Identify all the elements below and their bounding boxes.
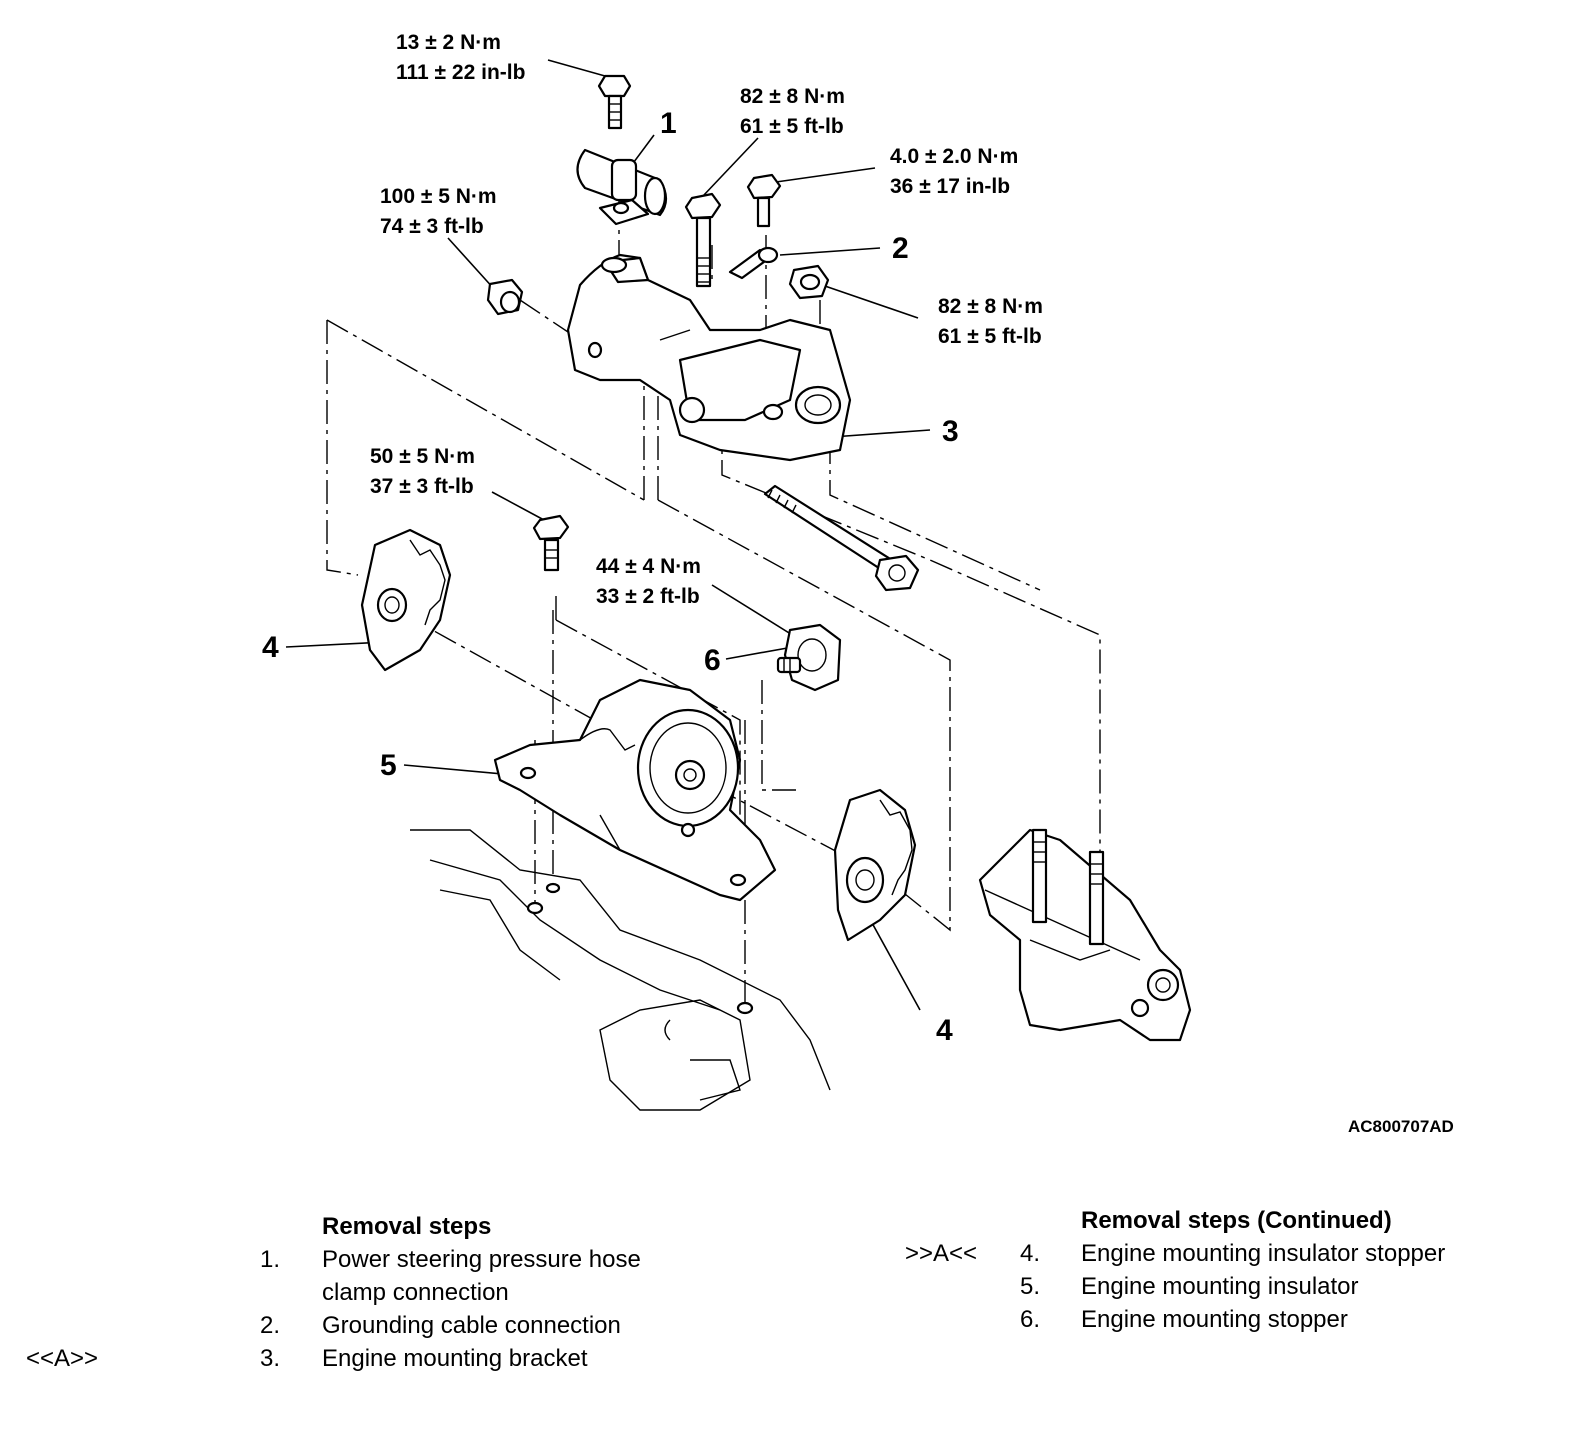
callout-6: 6 [704, 644, 721, 677]
torque-spec-4-nm: 100 ± 5 N·m [380, 185, 497, 208]
figure-code: AC800707AD [1348, 1117, 1454, 1136]
removal-steps-title: Removal steps [322, 1213, 492, 1240]
ground-cable-bolt [728, 173, 782, 280]
torque-spec-2-imperial: 61 ± 5 ft-lb [740, 115, 844, 138]
torque-leader-lines [447, 59, 919, 637]
step-4-label: Engine mounting insulator stopper [1081, 1240, 1446, 1267]
torque-spec-3-imperial: 36 ± 17 in-lb [890, 175, 1010, 198]
callout-1: 1 [660, 107, 677, 140]
torque-spec-5-imperial: 61 ± 5 ft-lb [938, 325, 1042, 348]
step-6-number: 6. [1020, 1306, 1041, 1333]
engine-mounting-insulator [493, 678, 777, 902]
torque-spec-1-nm: 13 ± 2 N·m [396, 31, 501, 54]
callout-4-left: 4 [262, 631, 279, 664]
step-1-number: 1. [260, 1246, 281, 1273]
torque-spec-7-nm: 44 ± 4 N·m [596, 555, 701, 578]
step-1-label-cont: clamp connection [322, 1279, 509, 1306]
step-5-label: Engine mounting insulator [1081, 1273, 1359, 1300]
insulator-through-bolt [763, 484, 920, 592]
bracket-nut-left [486, 278, 524, 316]
step-2-label: Grounding cable connection [322, 1312, 621, 1339]
insulator-stopper-right [833, 788, 917, 942]
removal-steps-left: Removal steps 1. Power steering pressure… [0, 1210, 760, 1390]
bracket-nut-right [788, 264, 830, 300]
torque-spec-6-nm: 50 ± 5 N·m [370, 445, 475, 468]
callout-leader-lines [285, 134, 931, 1011]
torque-spec-6-imperial: 37 ± 3 ft-lb [370, 475, 474, 498]
step-2-number: 2. [260, 1312, 281, 1339]
torque-spec-4-imperial: 74 ± 3 ft-lb [380, 215, 484, 238]
torque-spec-7-imperial: 33 ± 2 ft-lb [596, 585, 700, 608]
step-4-number: 4. [1020, 1240, 1041, 1267]
torque-spec-1-imperial: 111 ± 22 in-lb [396, 61, 525, 84]
step-1-label: Power steering pressure hose [322, 1246, 641, 1273]
power-steering-hose-clamp [576, 148, 668, 226]
hose-clamp-bolt [597, 74, 632, 130]
removal-steps-continued-title: Removal steps (Continued) [1081, 1207, 1392, 1234]
torque-spec-3-nm: 4.0 ± 2.0 N·m [890, 145, 1018, 168]
engine-mounting-bracket [566, 253, 852, 462]
step-4-marker: >>A<< [905, 1240, 978, 1267]
torque-spec-labels: 13 ± 2 N·m 111 ± 22 in-lb 82 ± 8 N·m 61 … [370, 31, 1043, 608]
step-3-marker: <<A>> [26, 1345, 99, 1372]
step-3-label: Engine mounting bracket [322, 1345, 588, 1372]
callout-5: 5 [380, 749, 397, 782]
callout-4-right: 4 [936, 1014, 953, 1047]
callout-3: 3 [942, 415, 959, 448]
engine-mounting-stopper [776, 623, 842, 692]
insulator-bolt [532, 514, 570, 572]
torque-spec-5-nm: 82 ± 8 N·m [938, 295, 1043, 318]
transmission-bracket [978, 828, 1192, 1042]
body-side-rail [410, 829, 831, 1111]
step-5-number: 5. [1020, 1273, 1041, 1300]
removal-steps-right: Removal steps (Continued) >>A<< 4. Engin… [880, 1204, 1580, 1344]
bracket-through-bolt [684, 192, 722, 288]
step-3-number: 3. [260, 1345, 281, 1372]
callout-numbers: 1 2 3 4 4 5 6 [262, 107, 959, 1047]
insulator-stopper-left [360, 528, 452, 672]
callout-2: 2 [892, 232, 909, 265]
step-6-label: Engine mounting stopper [1081, 1306, 1348, 1333]
torque-spec-2-nm: 82 ± 8 N·m [740, 85, 845, 108]
exploded-view-diagram: 13 ± 2 N·m 111 ± 22 in-lb 82 ± 8 N·m 61 … [262, 31, 1454, 1136]
